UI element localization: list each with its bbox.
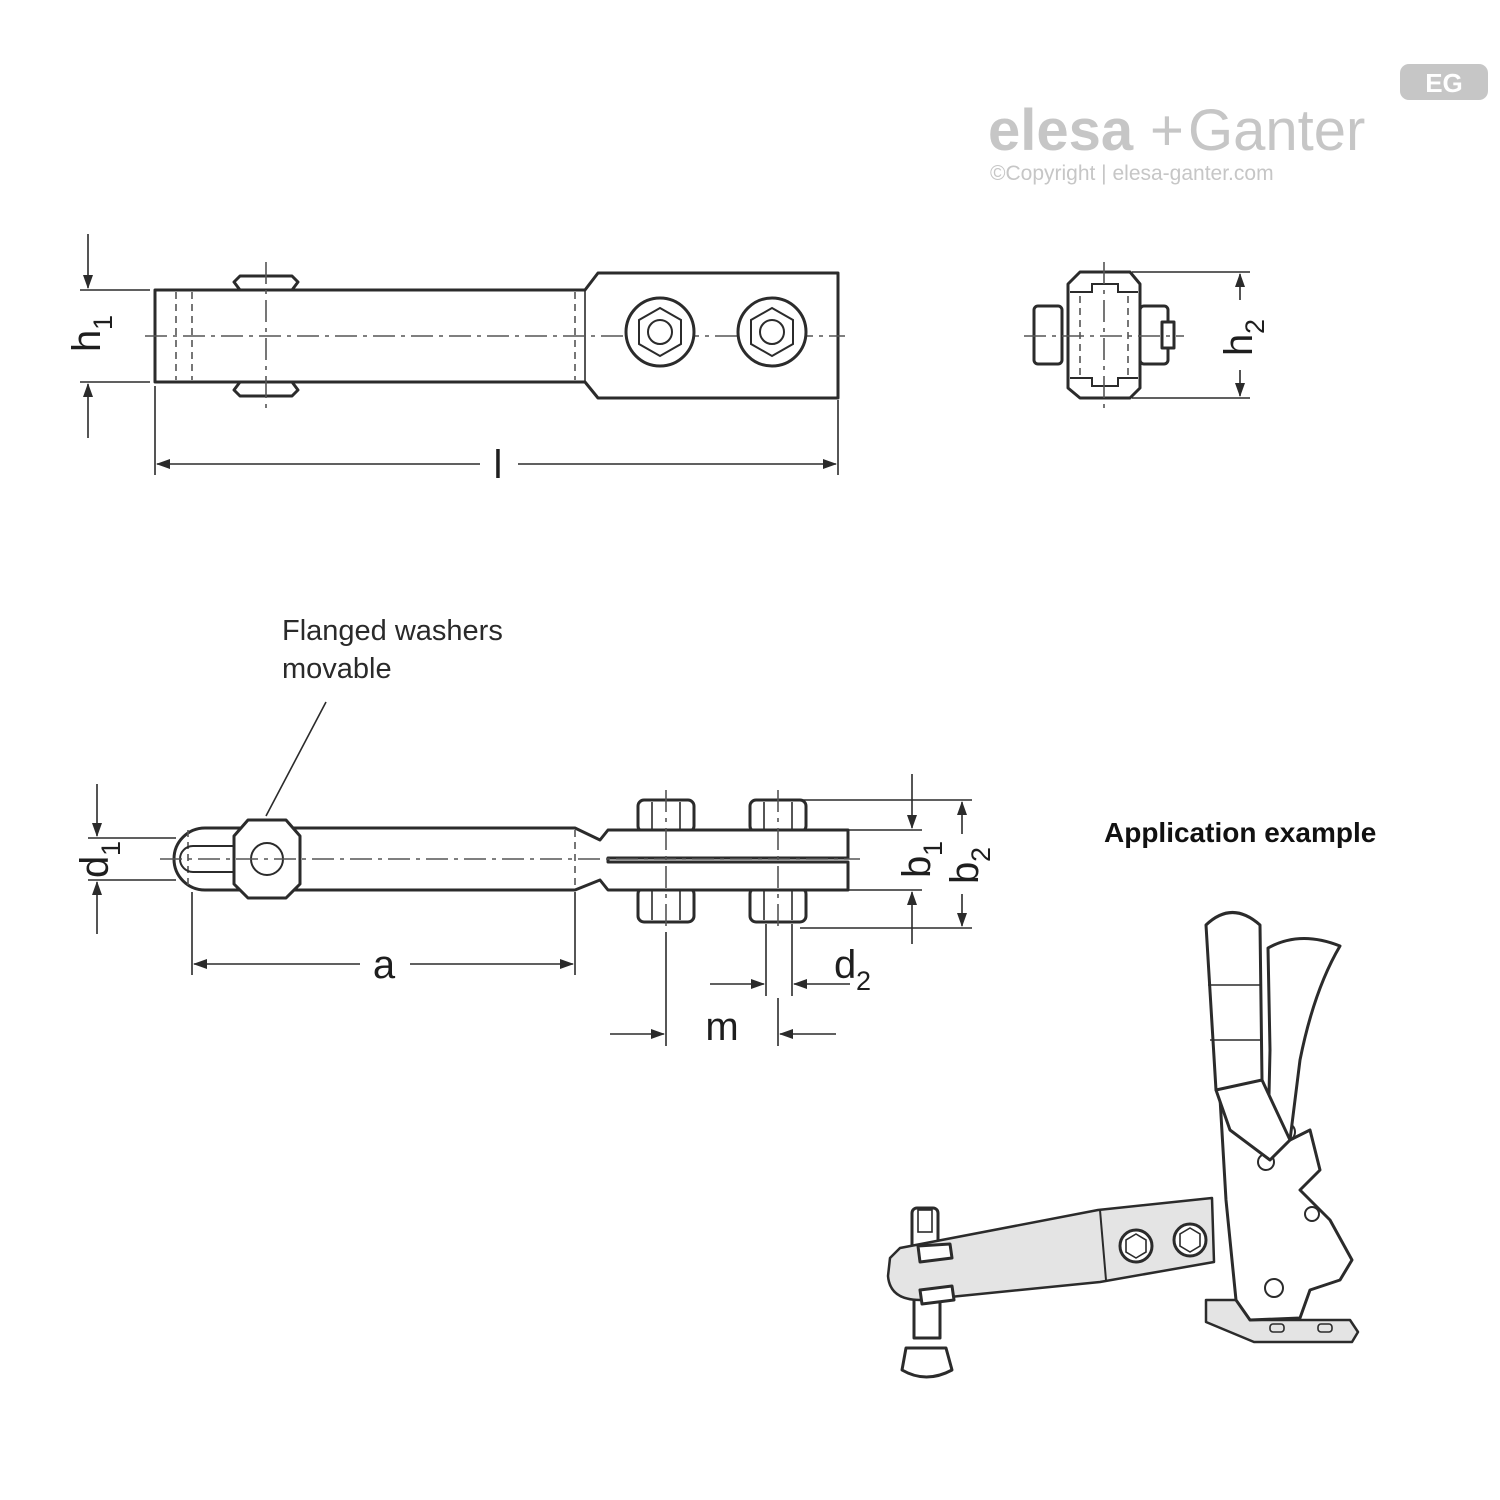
dim-b2-label: b 2 (943, 847, 996, 884)
svg-text:h: h (1217, 334, 1261, 356)
svg-text:b: b (943, 862, 987, 884)
arm-bolt-1 (1118, 1228, 1154, 1264)
application-example: Application example (886, 817, 1376, 1379)
svg-text:d: d (73, 856, 117, 878)
note-movable: movable (282, 653, 392, 685)
svg-text:2: 2 (856, 966, 871, 996)
svg-text:1: 1 (96, 841, 126, 856)
dim-b1-label: b 1 (895, 841, 948, 878)
bolt-head-2 (736, 296, 808, 368)
bolt-head-1 (624, 296, 696, 368)
svg-text:b: b (895, 856, 939, 878)
logo-ganter: Ganter (1188, 98, 1365, 163)
svg-text:1: 1 (88, 315, 118, 330)
end-profile (1066, 270, 1142, 400)
clamp-arm (886, 1196, 1216, 1302)
plan-view: Flanged washers movable (73, 615, 996, 1049)
svg-text:d: d (834, 943, 856, 987)
dim-a-label: a (373, 943, 396, 987)
brand-logo: EG elesa + Ganter ©Copyright | elesa-gan… (988, 64, 1488, 185)
logo-plus: + (1150, 98, 1184, 163)
end-view: h 2 (1024, 262, 1270, 408)
logo-badge (1400, 64, 1488, 100)
arm-bolt-2 (1172, 1222, 1208, 1258)
spindle-cap (900, 1346, 954, 1379)
logo-badge-text: EG (1425, 68, 1463, 98)
svg-text:1: 1 (918, 841, 948, 856)
clamp-handle-grip (1204, 911, 1264, 1095)
logo-elesa: elesa (988, 98, 1134, 163)
dim-d2-label: d 2 (834, 943, 871, 996)
side-view: h 1 l (65, 234, 845, 487)
dim-d1-label: d 1 (73, 841, 126, 878)
svg-text:2: 2 (1240, 319, 1270, 334)
note-leader (265, 701, 327, 817)
svg-text:h: h (65, 330, 109, 352)
svg-text:2: 2 (966, 847, 996, 862)
clamp-body (1218, 1096, 1354, 1322)
dim-h1-label: h 1 (65, 315, 118, 352)
logo-copyright: ©Copyright | elesa-ganter.com (990, 162, 1274, 185)
dim-h2-label: h 2 (1217, 319, 1270, 356)
dim-m-label: m (705, 1005, 738, 1049)
note-flanged-washers: Flanged washers (282, 615, 503, 647)
application-title: Application example (1104, 817, 1376, 848)
dim-l-label: l (494, 443, 503, 487)
clamp-lever (1266, 936, 1342, 1142)
